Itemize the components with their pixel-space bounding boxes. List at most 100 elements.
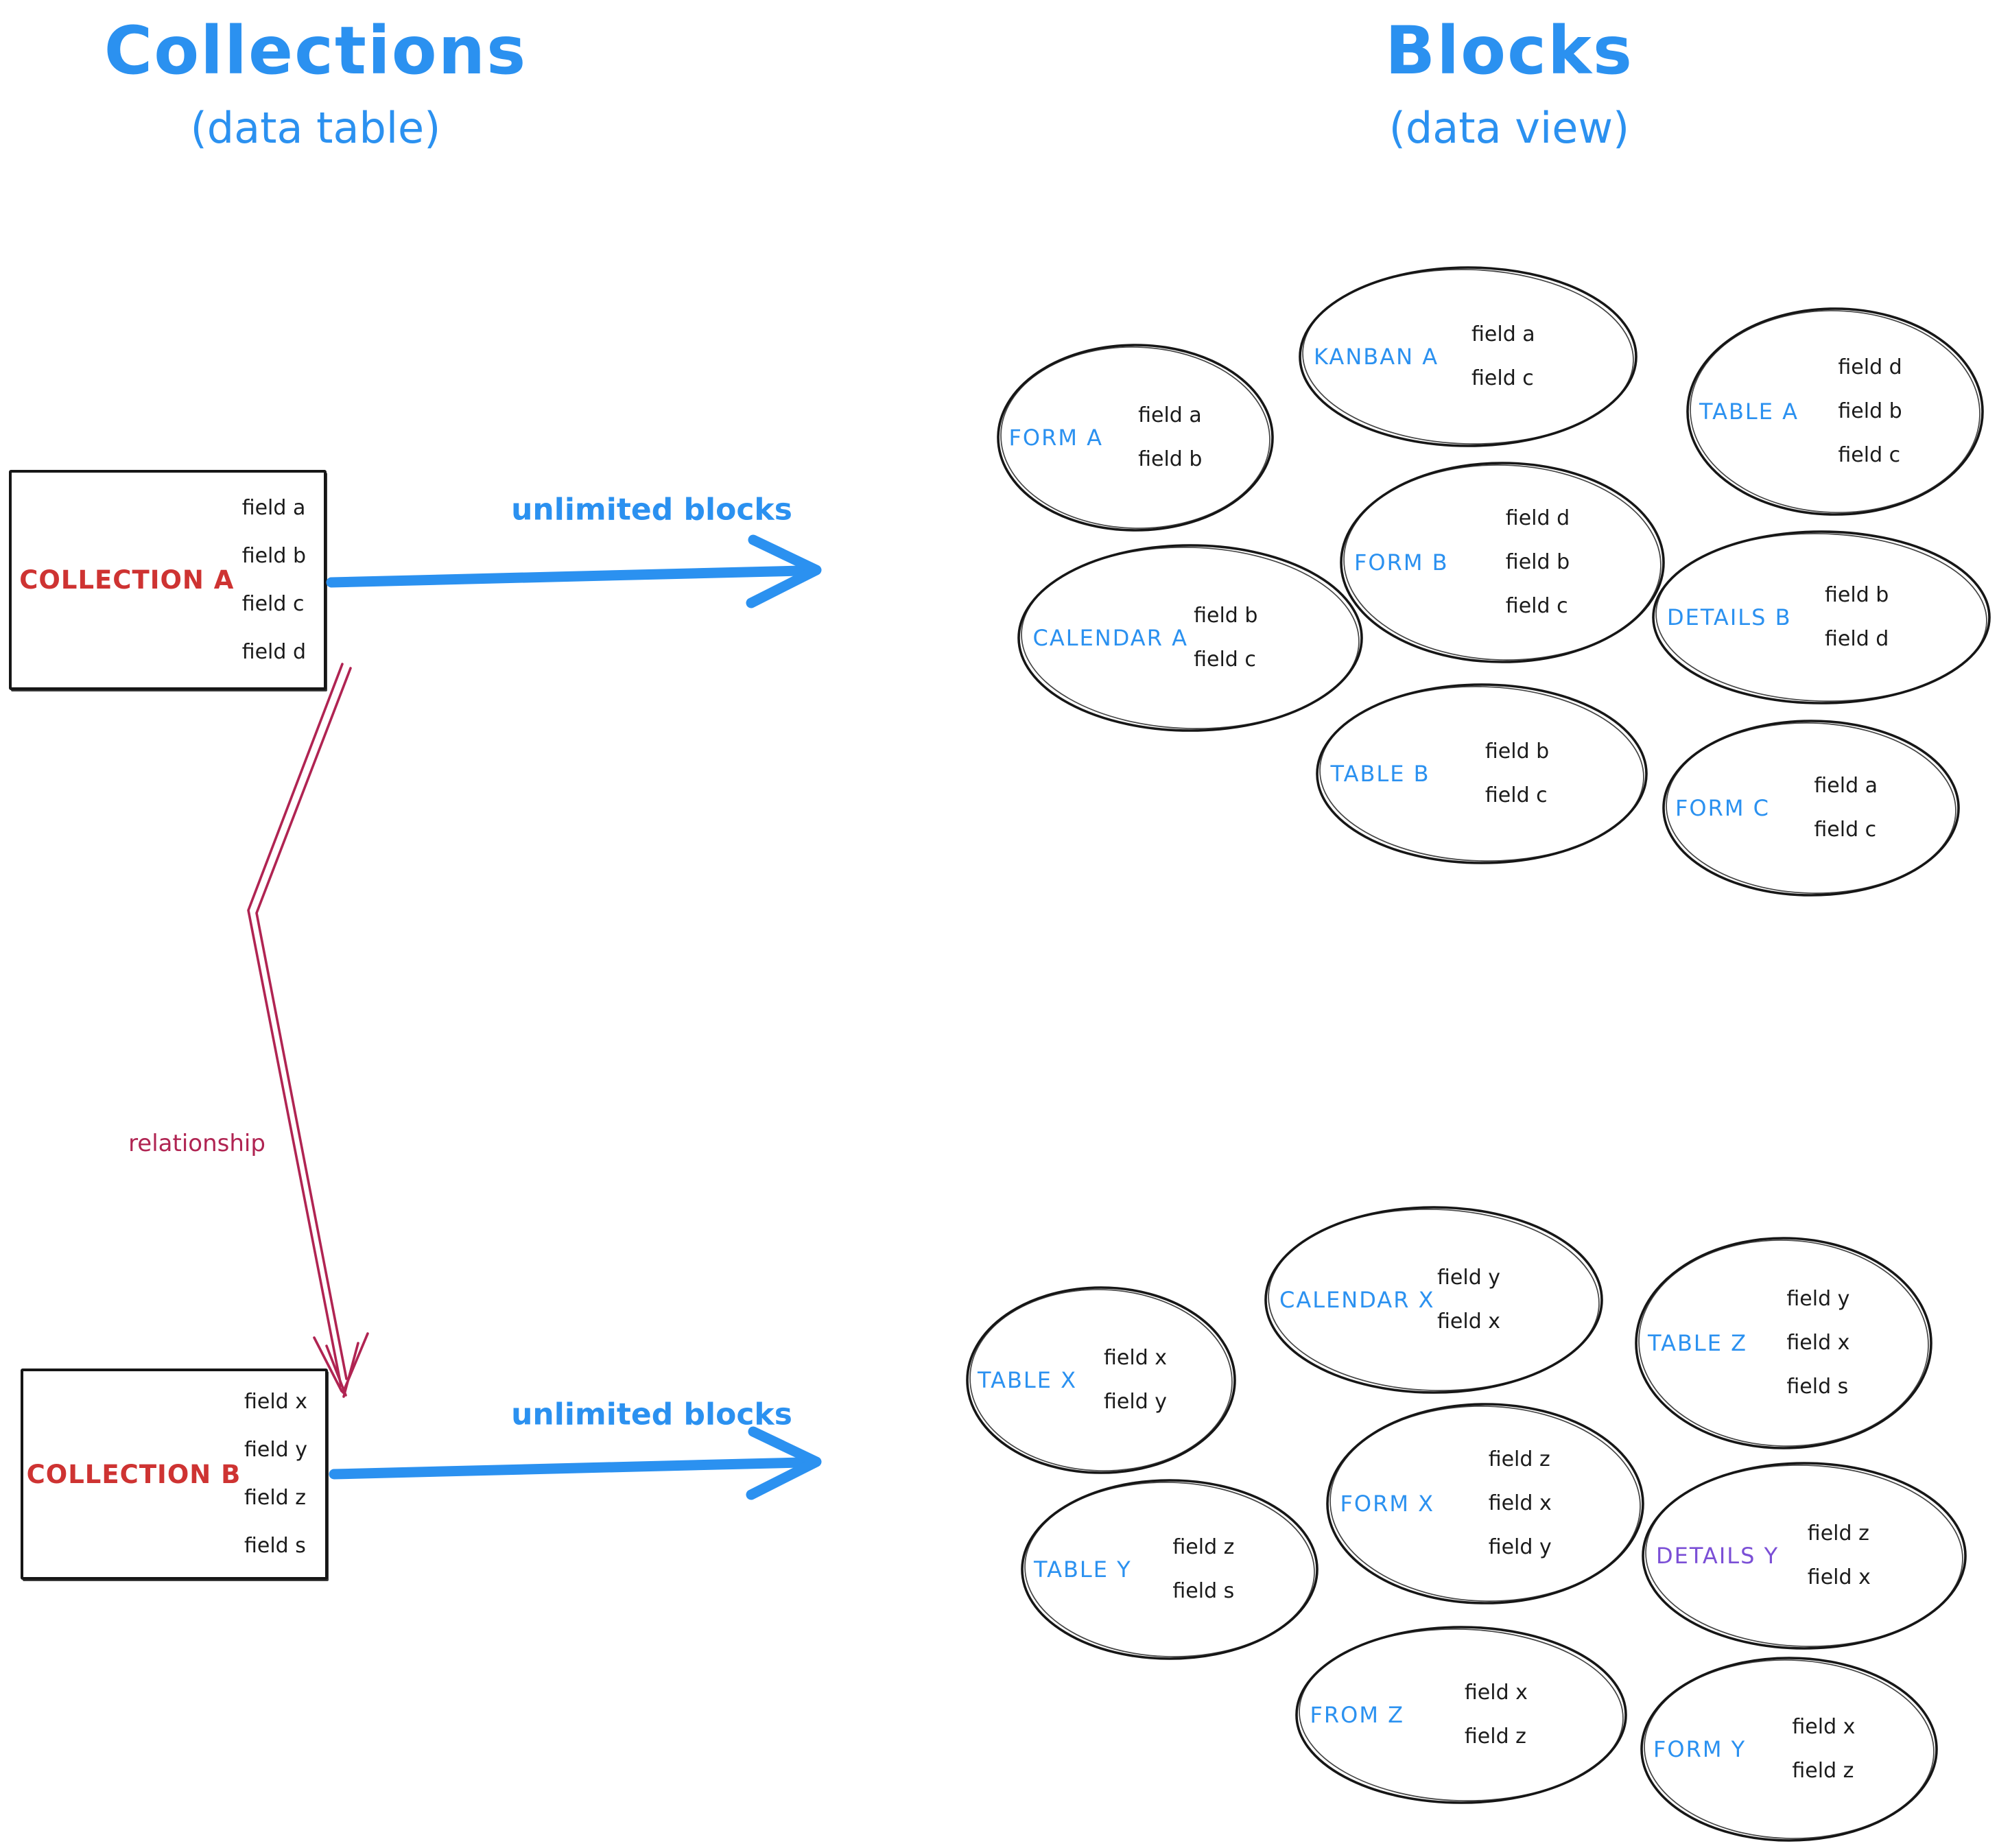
block-fields: field y field x field s [1786, 1277, 1849, 1409]
block-field: field y [1104, 1390, 1168, 1414]
block-label: TABLE X [978, 1367, 1078, 1393]
block-ellipse-outline [1652, 530, 1991, 704]
block-field: field x [1437, 1310, 1501, 1334]
block-field: field x [1792, 1715, 1856, 1739]
block-ellipse-outline [1635, 1237, 1932, 1449]
collections-subtitle: (data table) [190, 103, 441, 153]
block-label: FORM Y [1653, 1736, 1747, 1762]
block-field: field d [1825, 627, 1889, 651]
block-form-y: FORM Y field x field z [1638, 1655, 1940, 1844]
relationship-arrow-head-icon [342, 1332, 369, 1394]
block-field: field c [1814, 818, 1877, 842]
collection-field: field x [244, 1390, 307, 1414]
block-field: field b [1825, 583, 1889, 607]
collection-field: field d [241, 639, 306, 664]
blocks-title: Blocks [1385, 12, 1633, 89]
block-field: field c [1505, 594, 1568, 618]
block-ellipse-outline [1021, 1479, 1319, 1660]
block-table-y: TABLE Y field z field s [1019, 1477, 1321, 1662]
block-label: CALENDAR X [1279, 1287, 1435, 1313]
block-field: field z [1792, 1759, 1854, 1783]
relationship-line [247, 663, 344, 1387]
collections-title: Collections [104, 12, 528, 89]
unlimited-blocks-arrow-top [326, 534, 822, 608]
block-ellipse-outline [1017, 544, 1363, 732]
block-field: field b [1138, 447, 1203, 471]
arrow-head-icon [746, 534, 822, 608]
unlimited-blocks-arrow-bottom [329, 1426, 822, 1500]
relationship-arrow [247, 663, 369, 1398]
block-fields: field d field b field c [1506, 497, 1570, 628]
block-form-b: FORM B field d field b field c [1338, 460, 1667, 665]
block-field: field z [1172, 1535, 1235, 1559]
block-label: KANBAN A [1314, 344, 1439, 370]
block-field: field b [1485, 739, 1550, 763]
block-field: field x [1464, 1681, 1528, 1705]
block-label: FORM B [1354, 549, 1449, 576]
block-label: DETAILS B [1667, 604, 1792, 630]
block-fields: field z field s [1172, 1526, 1234, 1613]
block-ellipse-outline [1642, 1462, 1967, 1650]
block-kanban-a: KANBAN A field a field c [1297, 264, 1640, 449]
collection-field: field b [241, 543, 306, 568]
block-ellipse-outline [1340, 462, 1665, 663]
block-ellipse-outline [1662, 720, 1960, 897]
block-fields: field y field x [1437, 1256, 1500, 1344]
block-fields: field a field c [1814, 764, 1878, 852]
block-field: field a [1138, 403, 1202, 427]
block-field: field d [1505, 506, 1570, 530]
block-label: TABLE Y [1034, 1556, 1132, 1583]
block-field: field a [1814, 774, 1878, 798]
collection-field: field c [241, 591, 305, 616]
block-field: field x [1488, 1491, 1552, 1515]
collection-b-label: COLLECTION B [26, 1459, 241, 1489]
block-field: field y [1786, 1287, 1850, 1311]
block-form-c: FORM C field a field c [1660, 718, 1962, 899]
block-field: field z [1807, 1521, 1869, 1545]
block-field: field y [1437, 1266, 1501, 1290]
block-field: field c [1471, 366, 1534, 390]
collection-field: field y [244, 1438, 307, 1462]
block-label: FORM C [1675, 795, 1770, 821]
block-ellipse-outline [1299, 266, 1637, 447]
block-label: CALENDAR A [1032, 625, 1188, 651]
block-fields: field a field c [1471, 313, 1535, 401]
block-details-b: DETAILS B field b field d [1650, 528, 1993, 707]
block-field: field b [1838, 399, 1902, 423]
collection-field: field s [244, 1534, 306, 1558]
arrow-head-icon [746, 1426, 822, 1500]
block-fields: field b field d [1825, 573, 1889, 661]
blocks-subtitle: (data view) [1388, 103, 1630, 153]
block-field: field s [1786, 1375, 1849, 1399]
relationship-arrow-head-icon [325, 1344, 347, 1397]
block-field: field a [1471, 322, 1535, 346]
collection-a-label: COLLECTION A [19, 565, 235, 595]
block-field: field s [1172, 1579, 1235, 1603]
block-ellipse-outline [1264, 1206, 1603, 1394]
unlimited-blocks-label-top: unlimited blocks [511, 492, 792, 528]
block-field: field b [1194, 604, 1258, 628]
block-ellipse-outline [1326, 1403, 1644, 1604]
block-label: TABLE A [1699, 399, 1799, 425]
block-field: field x [1786, 1331, 1850, 1355]
blocks-title-group: Blocks (data view) [1290, 12, 1729, 153]
block-ellipse-outline [1316, 683, 1648, 864]
block-label: FROM Z [1310, 1702, 1405, 1728]
block-field: field b [1505, 550, 1570, 574]
block-field: field y [1488, 1535, 1552, 1559]
block-ellipse-outline [966, 1286, 1236, 1474]
